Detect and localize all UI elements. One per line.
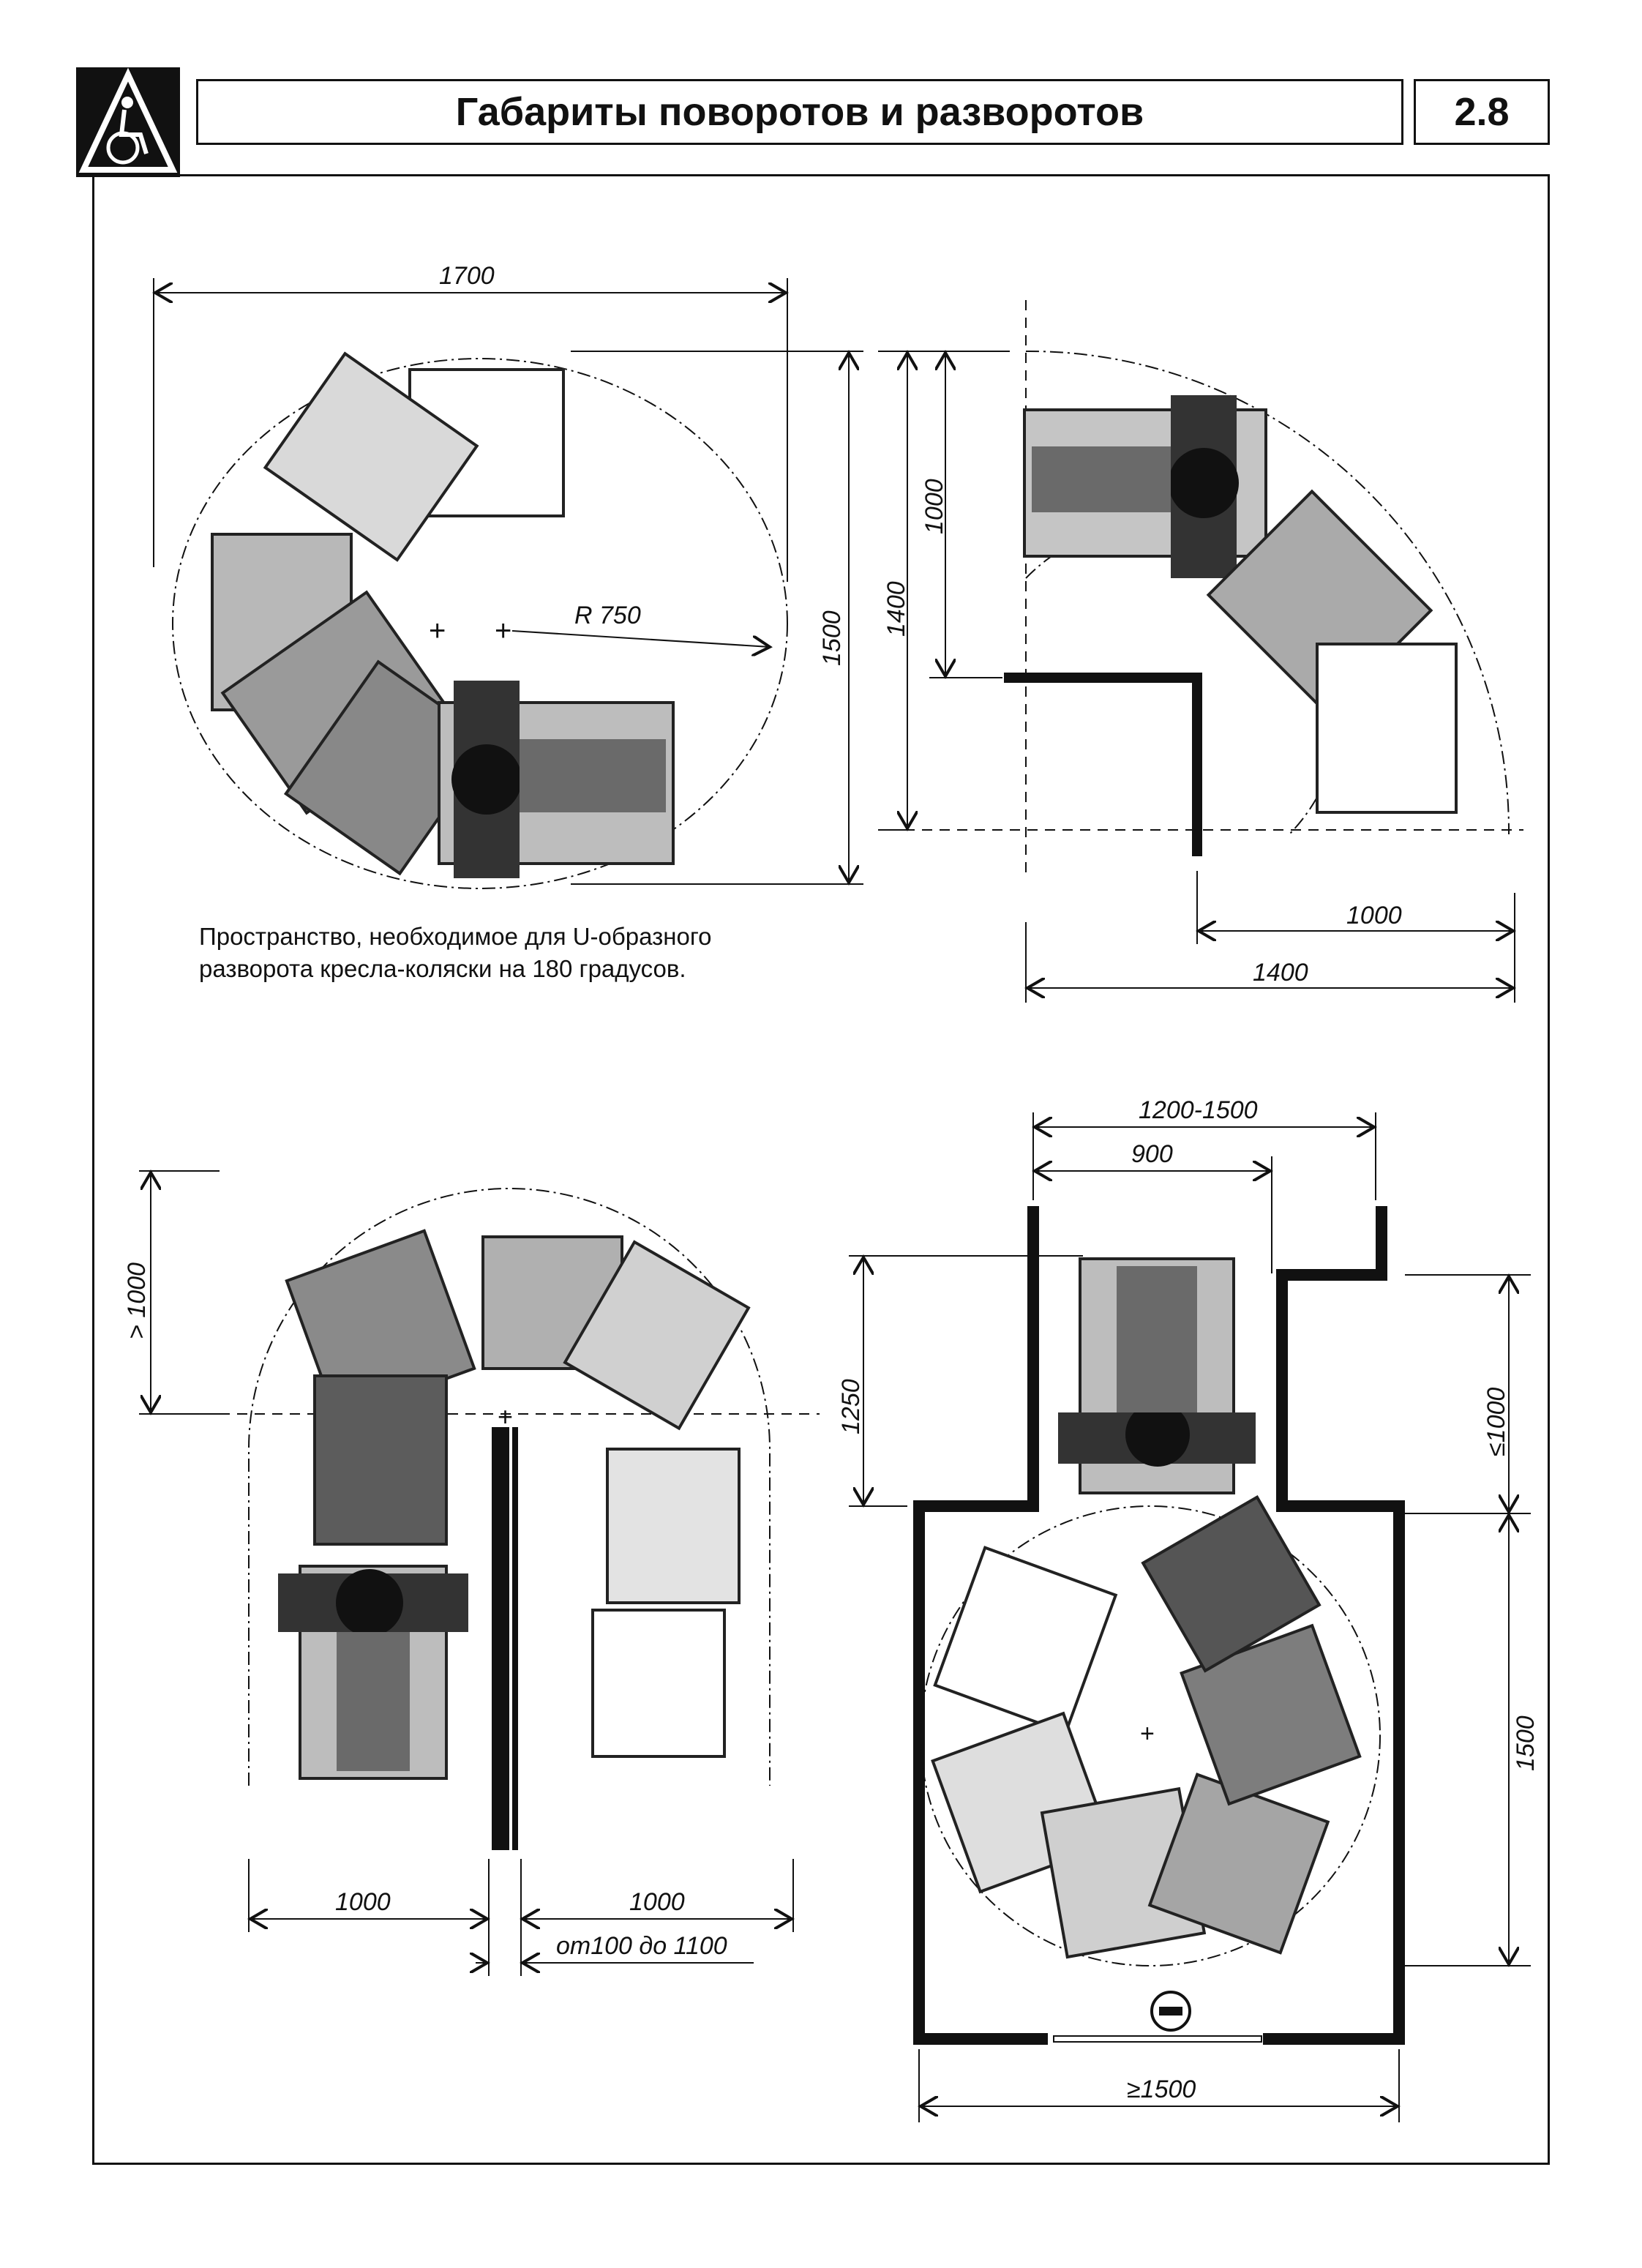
dim-1000-right-label: 1000 <box>629 1888 685 1916</box>
drawing-frame <box>92 174 1550 2165</box>
dim-le1000-label: ≤1000 <box>1482 1388 1510 1456</box>
dim-1400-horizontal-label: 1400 <box>1253 959 1308 987</box>
corner-turn-diagram: 1400 1000 1000 1400 <box>878 300 1523 1003</box>
wheelchair-shape <box>263 351 479 562</box>
header-title-box <box>196 79 1403 145</box>
wheelchair-shape <box>313 1374 448 1546</box>
dim-1250-label: 1250 <box>837 1379 865 1434</box>
wheelchair-icon <box>78 67 178 173</box>
wheelchair-user-figure <box>438 681 675 878</box>
dim-range-label: от100 до 1100 <box>556 1932 727 1960</box>
dim-1200-1500-label: 1200-1500 <box>1139 1096 1258 1124</box>
caption-line-2: разворота кресла-коляски на 180 градусов… <box>199 955 686 982</box>
wheelchair-shape <box>933 1546 1118 1735</box>
page-title: Габариты поворотов и разворотов <box>455 90 1144 134</box>
center-mark: + <box>498 1401 513 1431</box>
dim-1000-vertical-label: 1000 <box>921 479 948 534</box>
center-mark: + <box>429 615 446 647</box>
dim-gt1000-label: > 1000 <box>123 1262 151 1339</box>
wheelchair-shape <box>1316 643 1458 814</box>
u-turn-diagram: + + R 750 1700 1500 <box>154 262 863 889</box>
wheelchair-shape <box>606 1448 741 1604</box>
u-turn-caption: Пространство, необходимое для U-образног… <box>199 921 858 985</box>
center-mark: + <box>495 615 511 647</box>
wheelchair-shape <box>591 1609 726 1758</box>
corridor-room-diagram: + <box>837 1096 1540 2122</box>
wheelchair-shape <box>563 1240 751 1431</box>
wheelchair-shape <box>1147 1773 1330 1955</box>
radius-label: R 750 <box>574 602 641 629</box>
dim-1500-room-label: 1500 <box>1512 1715 1540 1771</box>
wheelchair-logo <box>76 67 180 177</box>
no-entry-sign-icon <box>1150 1991 1191 2032</box>
dim-1700-label: 1700 <box>439 262 495 290</box>
wheelchair-shape <box>1023 395 1267 578</box>
wheelchair-user-figure <box>1058 1257 1256 1494</box>
dim-ge1500-label: ≥1500 <box>1127 2076 1196 2103</box>
wheelchair-shape <box>1141 1494 1322 1673</box>
partition-turn-diagram: + > 1000 <box>123 1171 820 1976</box>
wheelchair-shape <box>1180 1623 1362 1806</box>
page-number: 2.8 <box>1414 79 1550 145</box>
wheelchair-user-figure <box>278 1565 468 1780</box>
caption-line-1: Пространство, необходимое для U-образног… <box>199 923 712 950</box>
dim-900-label: 900 <box>1131 1140 1173 1168</box>
dim-1400-vertical-label: 1400 <box>882 581 910 637</box>
center-mark: + <box>1140 1720 1155 1748</box>
dim-1500-label: 1500 <box>818 610 846 666</box>
dim-1000-left-label: 1000 <box>335 1888 391 1916</box>
dim-1000-horizontal-label: 1000 <box>1346 902 1402 929</box>
